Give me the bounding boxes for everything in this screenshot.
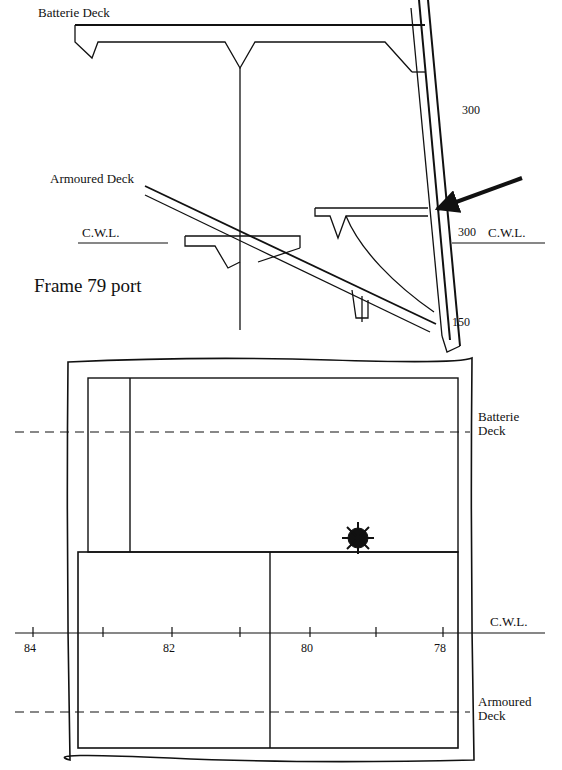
frame-title: Frame 79 port: [34, 276, 142, 296]
waterline: [15, 632, 545, 633]
armour-plate: [78, 552, 458, 748]
deck-label: Armoured Deck: [50, 172, 134, 186]
plate-joint: [269, 552, 270, 748]
waterline-label: C.W.L.: [82, 226, 119, 240]
deck-label: Batterie Deck: [478, 410, 540, 437]
deck-line: [15, 711, 470, 712]
waterline: [452, 242, 545, 243]
frame-number: 84: [24, 642, 36, 655]
frame-number: 80: [301, 642, 313, 655]
shell-hit: [342, 522, 374, 554]
frame-ticks: [33, 627, 443, 637]
plate-joint: [129, 378, 130, 552]
deck-label: Batterie Deck: [38, 6, 110, 20]
waterline-label: C.W.L.: [488, 226, 525, 240]
dimension: 150: [452, 316, 470, 329]
armour-plate: [88, 378, 458, 552]
frame-number: 82: [163, 642, 175, 655]
dimension: 300: [458, 226, 476, 239]
deck-label: Armoured Deck: [478, 695, 548, 722]
frame-number: 78: [434, 642, 446, 655]
waterline: [78, 242, 168, 243]
dimension: 300: [462, 104, 480, 117]
waterline-label: C.W.L.: [490, 615, 527, 629]
plate-panel-border: [64, 358, 474, 762]
pointer-arrow: [437, 178, 522, 209]
deck-line: [15, 431, 470, 432]
